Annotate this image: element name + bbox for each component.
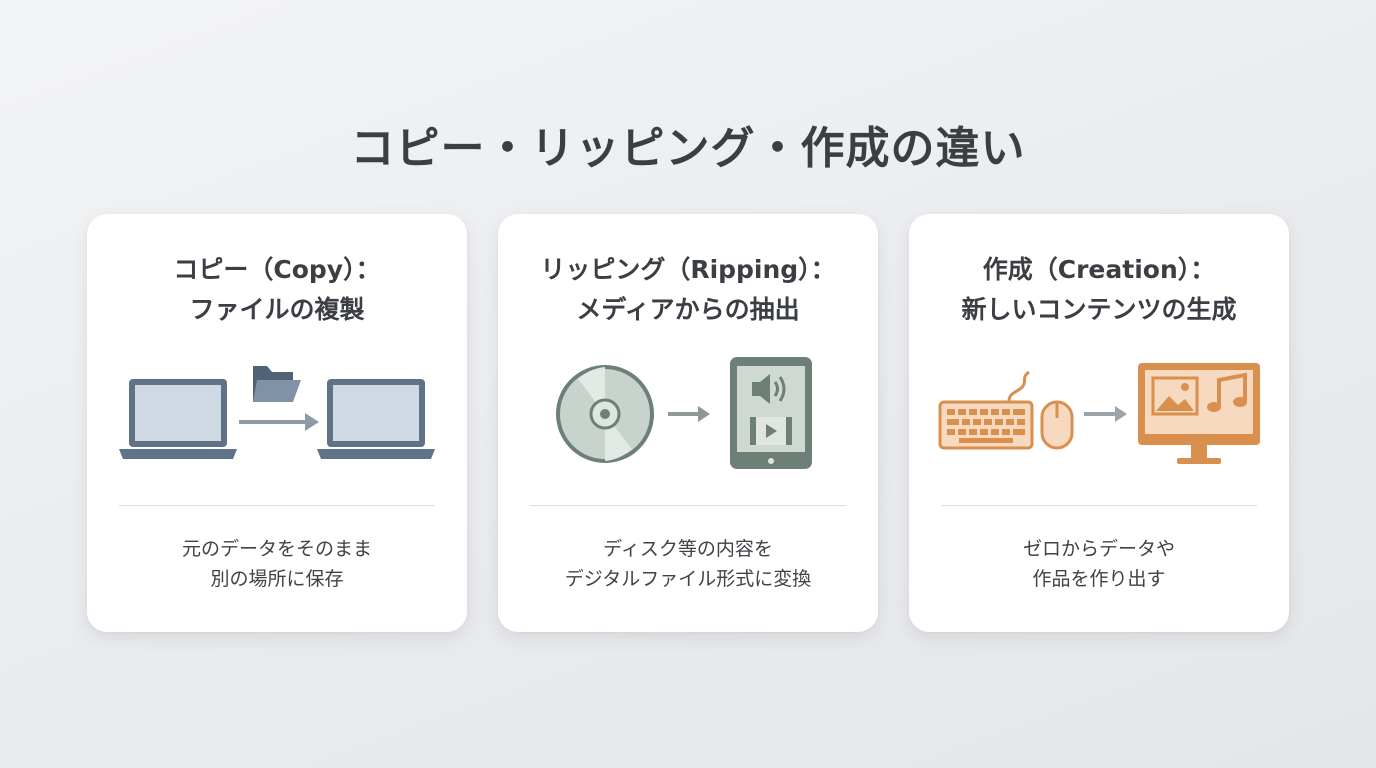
card-description-line1: ディスク等の内容を xyxy=(603,538,773,560)
card-description: ディスク等の内容を デジタルファイル形式に変換 xyxy=(508,534,868,594)
music-note-icon xyxy=(1207,372,1247,412)
arrow-right-icon xyxy=(239,413,319,431)
divider xyxy=(941,505,1257,506)
card-heading-line1: リッピング（Ripping）： xyxy=(540,255,836,284)
card-heading-line2: メディアからの抽出 xyxy=(576,295,800,324)
card-heading-line2: 新しいコンテンツの生成 xyxy=(961,295,1237,324)
folder-icon xyxy=(253,366,301,402)
ripping-illustration xyxy=(556,357,812,469)
card-description-line1: ゼロからデータや xyxy=(1022,538,1175,560)
image-icon xyxy=(1151,376,1199,416)
laptop-icon xyxy=(317,379,435,459)
card-copy: コピー（Copy）： ファイルの複製 xyxy=(87,214,467,632)
laptop-icon xyxy=(119,379,237,459)
keyboard-icon xyxy=(938,370,1034,450)
card-heading-line1: コピー（Copy）： xyxy=(173,255,381,284)
card-heading: リッピング（Ripping）： メディアからの抽出 xyxy=(508,250,868,330)
card-description: 元のデータをそのまま 別の場所に保存 xyxy=(97,534,457,594)
disc-icon xyxy=(556,365,654,463)
card-description-line2: 作品を作り出す xyxy=(1032,568,1166,590)
comparison-cards: コピー（Copy）： ファイルの複製 xyxy=(87,214,1289,632)
card-description-line1: 元のデータをそのまま xyxy=(181,538,372,560)
card-creation: 作成（Creation）： 新しいコンテンツの生成 xyxy=(909,214,1289,632)
video-icon xyxy=(750,417,792,445)
card-description-line2: 別の場所に保存 xyxy=(210,568,344,590)
tablet-icon xyxy=(730,357,812,469)
card-ripping: リッピング（Ripping）： メディアからの抽出 xyxy=(498,214,878,632)
arrow-right-icon xyxy=(668,406,710,422)
card-heading-line2: ファイルの複製 xyxy=(189,295,365,324)
card-description: ゼロからデータや 作品を作り出す xyxy=(919,534,1279,594)
card-description-line2: デジタルファイル形式に変換 xyxy=(564,568,812,590)
mouse-icon xyxy=(1040,400,1074,450)
divider xyxy=(119,505,435,506)
card-heading: コピー（Copy）： ファイルの複製 xyxy=(97,250,457,330)
card-heading-line1: 作成（Creation）： xyxy=(982,255,1216,284)
speaker-icon xyxy=(752,374,786,404)
creation-illustration xyxy=(938,363,1260,464)
page-title: コピー・リッピング・作成の違い xyxy=(350,123,1026,174)
divider xyxy=(530,505,846,506)
card-heading: 作成（Creation）： 新しいコンテンツの生成 xyxy=(919,250,1279,330)
arrow-right-icon xyxy=(1084,406,1127,422)
copy-illustration xyxy=(119,366,435,459)
